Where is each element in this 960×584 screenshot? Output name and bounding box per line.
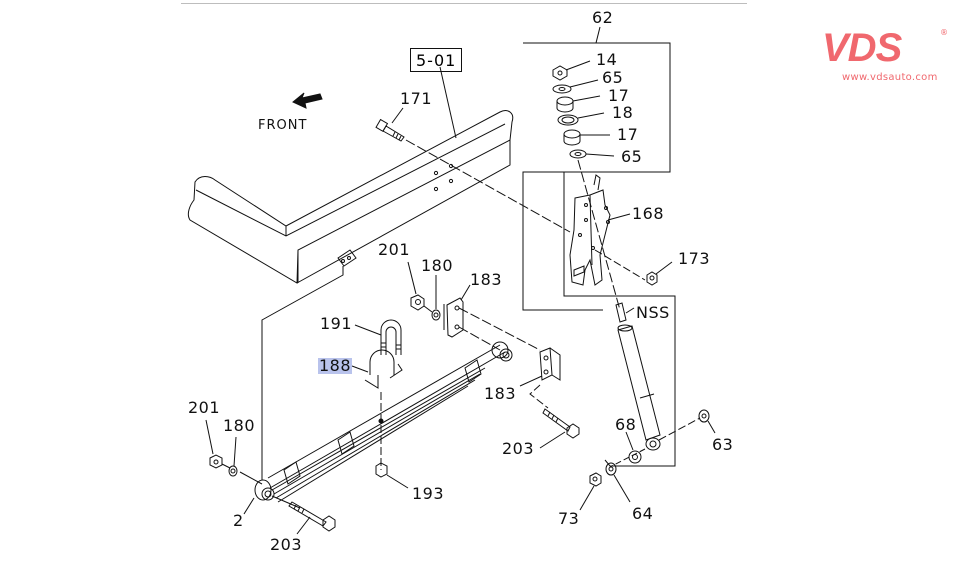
leaf-spring — [254, 341, 513, 503]
washer-180 — [431, 309, 441, 321]
vds-logo: VDS ® www.vdsauto.com — [822, 28, 950, 86]
bracket-168 — [569, 174, 611, 286]
nut-201 — [410, 294, 425, 311]
washer-180b — [228, 465, 238, 477]
retainer-18 — [557, 114, 579, 126]
callout-183b[interactable]: 183 — [484, 384, 517, 403]
washer-65 — [552, 84, 572, 94]
callout-201[interactable]: 201 — [378, 240, 411, 259]
callout-201b[interactable]: 201 — [188, 398, 221, 417]
shackle-183a — [443, 297, 464, 338]
nut-14 — [552, 65, 568, 81]
callout-168[interactable]: 168 — [632, 204, 665, 223]
callout-193[interactable]: 193 — [412, 484, 445, 503]
reference-box-5-01[interactable]: 5-01 — [410, 48, 463, 72]
callout-62[interactable]: 62 — [592, 8, 614, 27]
bushing-17b — [563, 129, 581, 146]
front-direction-label: FRONT — [258, 118, 308, 133]
front-arrow-icon — [292, 92, 323, 109]
bushing-68 — [628, 450, 642, 464]
callout-2[interactable]: 2 — [233, 511, 244, 530]
callout-nss[interactable]: NSS — [636, 303, 670, 322]
shock-absorber — [615, 302, 661, 451]
bolt-203b — [288, 501, 336, 532]
nut-193 — [375, 462, 388, 478]
callout-180b[interactable]: 180 — [223, 416, 256, 435]
spring-seat-188 — [364, 349, 403, 389]
callout-203b[interactable]: 203 — [270, 535, 303, 554]
shackle-183b — [539, 347, 561, 381]
callout-203[interactable]: 203 — [502, 439, 535, 458]
frame-rail — [187, 110, 514, 284]
callout-171[interactable]: 171 — [400, 89, 433, 108]
callout-191[interactable]: 191 — [320, 314, 353, 333]
u-bolt-191 — [380, 319, 402, 355]
callout-68[interactable]: 68 — [615, 415, 637, 434]
washer-64 — [605, 462, 617, 476]
callout-65[interactable]: 65 — [602, 68, 624, 87]
callout-65b[interactable]: 65 — [621, 147, 643, 166]
top-divider — [181, 3, 747, 4]
callout-73[interactable]: 73 — [558, 509, 580, 528]
callout-17[interactable]: 17 — [608, 86, 630, 105]
callout-14[interactable]: 14 — [596, 50, 618, 69]
bolt-203a — [542, 408, 580, 439]
callout-173[interactable]: 173 — [678, 249, 711, 268]
callout-64[interactable]: 64 — [632, 504, 654, 523]
callout-180[interactable]: 180 — [421, 256, 454, 275]
brand-name: VDS — [822, 26, 902, 70]
bolt-171 — [375, 118, 405, 142]
callout-183[interactable]: 183 — [470, 270, 503, 289]
brand-url: www.vdsauto.com — [842, 72, 938, 83]
registered-mark: ® — [940, 28, 948, 37]
callout-17b[interactable]: 17 — [617, 125, 639, 144]
nut-201b — [209, 454, 223, 469]
callout-18[interactable]: 18 — [612, 103, 634, 122]
bushing-63 — [698, 409, 710, 423]
callout-188-highlighted[interactable]: 188 — [318, 356, 353, 375]
bushing-17a — [556, 96, 574, 113]
washer-65b — [569, 149, 587, 159]
callout-63[interactable]: 63 — [712, 435, 734, 454]
nut-173 — [646, 271, 658, 286]
nut-73 — [589, 472, 602, 487]
